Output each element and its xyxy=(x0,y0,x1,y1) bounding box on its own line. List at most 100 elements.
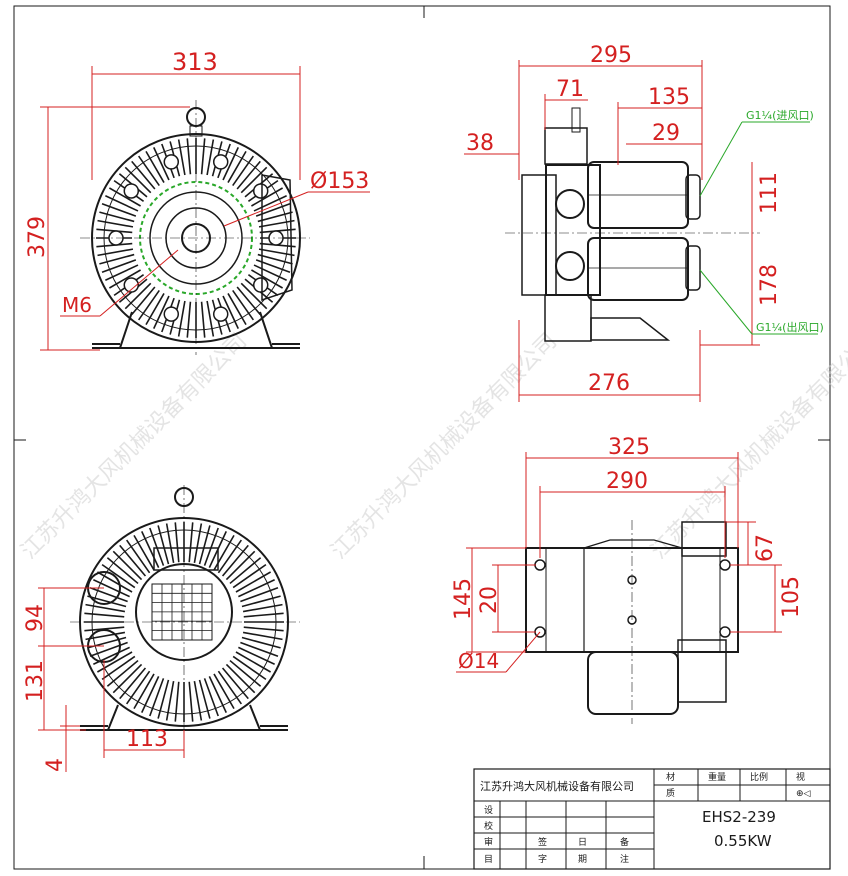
cooling-fin xyxy=(165,523,175,564)
dim-14-leader xyxy=(505,631,541,673)
dim-71-label: 71 xyxy=(556,77,584,102)
dim-153-leader xyxy=(223,191,309,227)
dim-105-label: 105 xyxy=(779,576,804,618)
cooling-fin xyxy=(157,525,170,565)
tb-date-1: 日 xyxy=(578,837,587,848)
rear-dimensions: 94 131 113 4 xyxy=(23,587,185,772)
cooling-fin xyxy=(87,595,127,608)
bolt-boss xyxy=(123,183,140,199)
dim-145-label: 145 xyxy=(451,578,476,620)
cooling-fin xyxy=(133,534,155,571)
dim-379-label: 379 xyxy=(25,216,50,258)
cooling-fin xyxy=(227,150,247,183)
cooling-fin xyxy=(203,678,219,717)
side-port-upper xyxy=(555,189,585,219)
cooling-fin xyxy=(101,655,136,681)
bolt-boss xyxy=(212,154,229,170)
cooling-fin xyxy=(149,678,165,717)
side-mount-bracket xyxy=(544,294,592,342)
cooling-fin xyxy=(193,523,203,564)
cooling-fin xyxy=(225,663,256,694)
cooling-fin xyxy=(203,527,219,566)
cooling-fin xyxy=(222,147,239,181)
dim-313-label: 313 xyxy=(172,48,218,76)
tb-check: 校 xyxy=(484,820,493,832)
cooling-fin xyxy=(108,269,141,289)
tb-note-2: 注 xyxy=(620,853,629,865)
cooling-fin xyxy=(84,626,125,632)
cooling-fin xyxy=(240,166,268,194)
cooling-fin xyxy=(106,557,139,585)
cooling-fin xyxy=(137,155,160,187)
bolt-boss xyxy=(252,183,269,199)
cooling-fin xyxy=(153,147,170,181)
cooling-fin xyxy=(137,289,160,321)
tb-design: 设 xyxy=(484,805,493,816)
cooling-fin xyxy=(232,155,255,187)
tb-date-2: 期 xyxy=(578,854,587,865)
side-view xyxy=(505,107,760,342)
cooling-fin xyxy=(101,203,137,217)
tb-material-2: 质 xyxy=(666,787,675,799)
cooling-fin xyxy=(257,211,293,223)
base-flange xyxy=(677,639,727,703)
base-motor-body xyxy=(587,651,679,715)
side-terminal-box xyxy=(544,127,588,165)
front-terminal-box xyxy=(261,174,293,302)
cooling-fin xyxy=(200,138,206,175)
cooling-fin xyxy=(232,655,267,681)
side-port-lower xyxy=(555,251,585,281)
title-block-frame xyxy=(473,768,831,870)
cooling-fin xyxy=(84,612,125,618)
cooling-fin xyxy=(238,646,275,665)
tb-model: EHS2-239 xyxy=(702,808,776,826)
side-outlet-housing xyxy=(587,237,689,301)
cooling-fin xyxy=(258,248,295,257)
bolt-boss xyxy=(163,306,180,322)
cooling-fin xyxy=(251,187,284,207)
tb-weight: 重量 xyxy=(708,771,726,783)
front-dimensions: 313 379 Ø153 M6 xyxy=(25,48,370,351)
cooling-fin xyxy=(206,139,215,176)
dim-178-label: 178 xyxy=(757,264,782,306)
cooling-fin xyxy=(217,539,243,574)
cooling-fin xyxy=(119,544,147,577)
cooling-fin xyxy=(198,525,211,565)
side-front-cover xyxy=(521,174,557,296)
base-view xyxy=(525,520,739,724)
base-terminal-box xyxy=(681,521,727,557)
sheet-border xyxy=(13,5,831,870)
base-hole-1 xyxy=(534,559,546,571)
tb-audit: 审 xyxy=(484,836,493,848)
outlet-label: G1¼(出风口) xyxy=(756,320,824,334)
base-left-rib xyxy=(545,547,585,653)
cooling-fin xyxy=(186,138,192,175)
tb-item: 目 xyxy=(484,854,493,865)
cooling-fin xyxy=(105,264,139,281)
cooling-fin xyxy=(257,253,293,265)
cooling-fin xyxy=(89,587,128,603)
dim-325-label: 325 xyxy=(608,435,650,460)
inlet-leader xyxy=(699,121,743,197)
cooling-fin xyxy=(251,269,284,289)
cooling-fin xyxy=(174,522,180,563)
front-cooling-fins xyxy=(96,138,296,338)
side-lifting-eye xyxy=(571,107,581,133)
cooling-fin xyxy=(106,659,139,687)
cooling-fin xyxy=(225,550,256,581)
cooling-fin xyxy=(145,150,165,183)
bolt-boss xyxy=(212,306,229,322)
bolt-boss xyxy=(123,277,140,293)
cooling-fin xyxy=(177,139,186,176)
base-hole-3 xyxy=(719,559,731,571)
side-mount-foot xyxy=(590,317,671,341)
tb-power: 0.55KW xyxy=(714,832,772,850)
cooling-fin xyxy=(145,293,165,326)
cooling-fin xyxy=(243,626,284,632)
cooling-fin xyxy=(243,612,284,618)
cooling-fin xyxy=(85,603,126,613)
cooling-fin xyxy=(131,286,156,316)
cooling-fin xyxy=(188,681,194,722)
cooling-fin xyxy=(213,673,235,710)
cooling-fin xyxy=(101,259,137,273)
